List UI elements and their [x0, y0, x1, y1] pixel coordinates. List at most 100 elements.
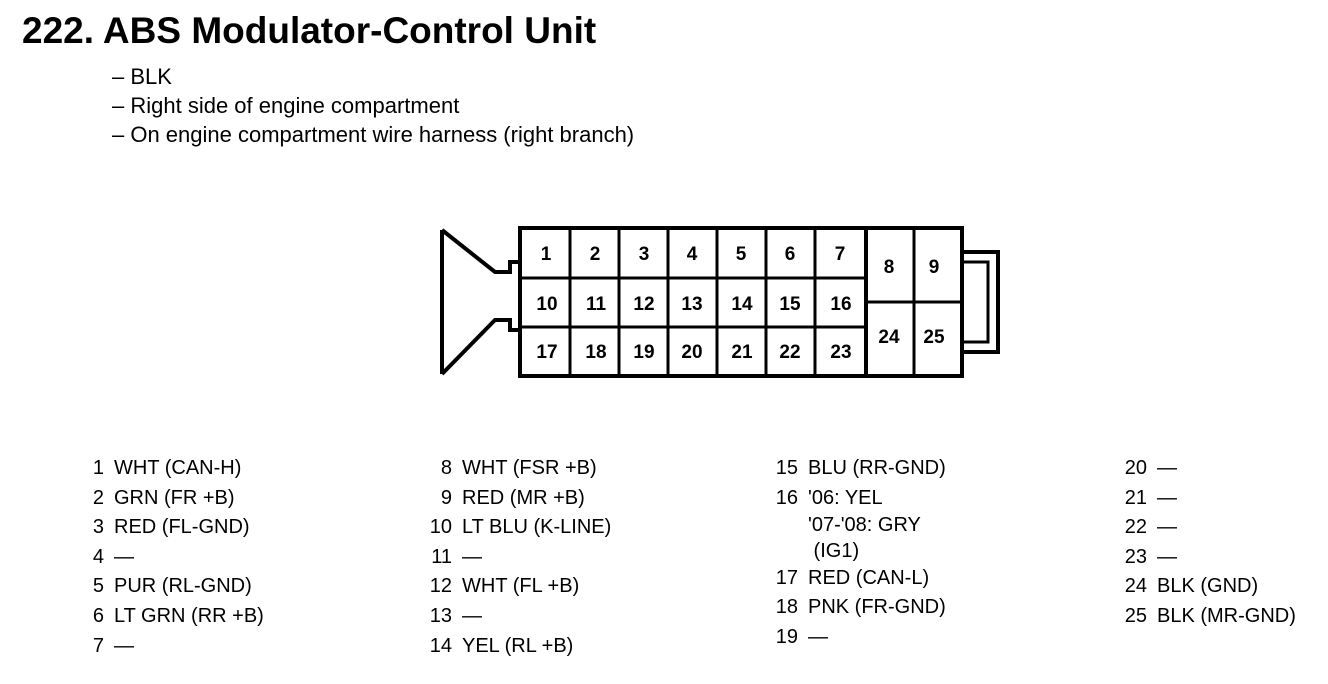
pin-row: 5 PUR (RL-GND) [68, 572, 264, 602]
pin-description: — [462, 545, 482, 568]
cavity-11: 11 [586, 294, 607, 315]
cavity-20: 20 [681, 342, 702, 363]
cavity-25: 25 [923, 327, 945, 348]
pin-number: 17 [775, 566, 798, 589]
pin-number: 3 [92, 516, 104, 539]
cavity-4: 4 [687, 244, 698, 265]
cavity-5: 5 [736, 244, 747, 265]
cavity-3: 3 [639, 244, 650, 265]
pin-description: GRN (FR +B) [114, 486, 235, 509]
pin-number [760, 512, 798, 538]
pin-row: 14 YEL (RL +B) [410, 632, 611, 662]
cavity-19: 19 [633, 342, 654, 363]
pin-number: 1 [92, 457, 104, 479]
pin-row: 1 WHT (CAN-H) [68, 454, 264, 484]
pin-number: 18 [775, 596, 798, 619]
pin-list-column-2: 8 WHT (FSR +B) 9 RED (MR +B) 10 LT BLU (K-L… [410, 454, 612, 662]
connector-bracket [962, 250, 1000, 354]
pin-description: '07-'08: GRY [808, 513, 921, 536]
pin-description: — [462, 604, 482, 627]
cavity-17: 17 [536, 342, 557, 363]
pin-number: 24 [1124, 575, 1147, 598]
note-harness: – On engine compartment wire harness (ri… [112, 122, 635, 147]
cavity-1: 1 [541, 244, 552, 265]
pin-row-continuation: '07-'08: GRY [760, 512, 946, 538]
pin-row: 24 BLK (GND) [1105, 572, 1296, 602]
pin-row: 2 GRN (FR +B) [68, 484, 264, 514]
cavity-16: 16 [830, 294, 851, 315]
pin-row: 8 WHT (FSR +B) [410, 454, 611, 484]
cavity-14: 14 [731, 294, 753, 315]
pin-description: WHT (FSR +B) [462, 457, 597, 479]
pin-number: 12 [429, 575, 452, 598]
pin-row-continuation: (IG1) [760, 538, 946, 564]
page-title: 222. ABS Modulator-Control Unit [22, 10, 597, 51]
pin-number: 14 [429, 634, 452, 657]
pin-row: 18 PNK (FR-GND) [760, 593, 946, 623]
pin-number: 25 [1124, 604, 1147, 627]
pin-row: 13 — [410, 602, 611, 632]
pin-description: BLK (MR-GND) [1157, 604, 1296, 627]
pin-number: 5 [92, 575, 104, 598]
pin-description: LT BLU (K-LINE) [462, 516, 612, 539]
pin-number: 13 [429, 604, 452, 627]
pin-row: 12 WHT (FL +B) [410, 572, 611, 602]
pin-number: 15 [775, 457, 798, 479]
pin-description: RED (FL-GND) [114, 516, 250, 539]
cavity-9: 9 [929, 257, 940, 278]
cavity-2: 2 [590, 244, 601, 265]
note-color: – BLK [112, 64, 172, 89]
pin-number: 4 [92, 545, 104, 568]
pin-description: — [1157, 545, 1177, 568]
pin-row: 7— [68, 632, 264, 662]
cavity-6: 6 [785, 244, 796, 265]
cavity-21: 21 [731, 342, 753, 363]
cavity-23: 23 [830, 342, 851, 363]
pin-number: 21 [1124, 486, 1147, 509]
pin-row: 4— [68, 543, 264, 573]
pin-number: 23 [1124, 545, 1147, 568]
pin-row: 9 RED (MR +B) [410, 484, 611, 514]
pin-description: WHT (CAN-H) [114, 457, 242, 479]
cavity-24: 24 [878, 327, 900, 348]
pin-number: 20 [1124, 457, 1147, 479]
cavity-10: 10 [536, 294, 557, 315]
pin-description: — [808, 625, 828, 648]
pin-number: 7 [92, 634, 104, 657]
pin-description: '06: YEL [808, 486, 883, 509]
pin-row: 3 RED (FL-GND) [68, 513, 264, 543]
pin-row: 10 LT BLU (K-LINE) [410, 513, 612, 543]
pin-description: — [1157, 486, 1177, 509]
pin-row: 21 — [1105, 484, 1296, 514]
pin-row: 16 '06: YEL [760, 484, 946, 512]
pin-row: 19— [760, 623, 946, 653]
pin-description: — [114, 545, 134, 568]
pin-description: RED (MR +B) [462, 486, 585, 509]
pin-description: YEL (RL +B) [462, 634, 574, 657]
pin-description: — [1157, 457, 1177, 479]
pin-number: 9 [440, 486, 452, 509]
pin-number: 8 [440, 457, 452, 479]
connector-latch [440, 228, 520, 274]
pin-description: BLK (GND) [1157, 575, 1259, 598]
pin-description: WHT (FL +B) [462, 575, 580, 598]
pin-number: 16 [775, 486, 798, 509]
pin-description: PUR (RL-GND) [114, 575, 252, 598]
pin-row: 11— [410, 543, 611, 573]
pin-description: PNK (FR-GND) [808, 596, 946, 619]
pin-row: 23 — [1105, 543, 1296, 573]
pin-description: BLU (RR-GND) [808, 457, 946, 479]
cavity-15: 15 [779, 294, 801, 315]
pin-number: 10 [429, 516, 452, 539]
cavity-12: 12 [633, 294, 654, 315]
pin-row: 15 BLU (RR-GND) [760, 454, 946, 484]
pin-number: 2 [92, 486, 104, 509]
connector-notes: – BLK – Right side of engine compartment… [112, 62, 634, 149]
cavity-8: 8 [884, 257, 895, 278]
pin-number: 22 [1124, 516, 1147, 539]
pin-description: — [114, 634, 134, 657]
